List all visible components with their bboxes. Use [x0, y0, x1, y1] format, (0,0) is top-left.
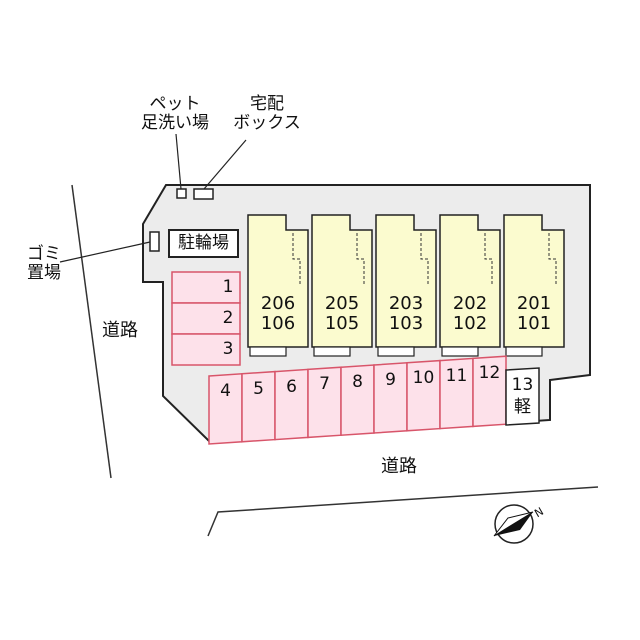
- parking-space: [171, 333, 241, 366]
- bottom-road-label: 道路: [381, 456, 417, 477]
- kei-parking-type: 軽: [514, 397, 531, 417]
- unit-lower-number: 105: [324, 313, 360, 334]
- parking-space: [171, 302, 241, 335]
- unit-upper-number: 201: [516, 293, 552, 314]
- parking-number: 11: [445, 365, 468, 386]
- left-road-edge: [71, 184, 112, 479]
- parking-number: 9: [385, 370, 396, 390]
- parking-space: [171, 271, 241, 304]
- pet-leader-line: [175, 133, 182, 190]
- stair-line: [484, 233, 493, 285]
- parking-number: 1: [222, 277, 234, 297]
- unit-lower-number: 101: [516, 313, 552, 334]
- unit-lower-number: 102: [452, 313, 488, 334]
- delivery-box-label: 宅配 ボックス: [233, 94, 301, 133]
- pet-wash-label: ペット 足洗い場: [141, 94, 209, 133]
- bicycle-parking: 駐輪場: [168, 229, 239, 258]
- unit-lower-number: 103: [388, 313, 424, 334]
- left-road-label: 道路: [102, 320, 138, 341]
- bottom-road-edge: [207, 486, 599, 537]
- delivery-box: [193, 188, 214, 200]
- garbage-area: [149, 231, 160, 252]
- unit-upper-number: 203: [388, 293, 424, 314]
- unit-upper-number: 202: [452, 293, 488, 314]
- unit-lower-number: 106: [260, 313, 296, 334]
- garbage-leader-line: [59, 241, 151, 263]
- parking-number: 7: [319, 374, 330, 395]
- parking-number: 6: [286, 376, 297, 397]
- pet-wash-area: [176, 188, 187, 199]
- parking-number: 3: [222, 339, 234, 359]
- parking-number: 12: [478, 363, 501, 384]
- unit-entry: [505, 346, 543, 357]
- kei-parking-number: 13: [511, 375, 534, 395]
- north-compass-icon: [493, 504, 534, 544]
- unit-entry: [249, 346, 287, 357]
- stair-line: [292, 233, 301, 285]
- parking-number: 5: [253, 378, 264, 399]
- unit-entry: [441, 346, 479, 357]
- parking-number: 10: [412, 367, 435, 388]
- unit-entry: [377, 346, 415, 357]
- delivery-leader-line: [203, 139, 247, 190]
- stair-line: [356, 233, 365, 285]
- parking-number: 2: [222, 308, 234, 328]
- unit-upper-number: 205: [324, 293, 360, 314]
- parking-number: 8: [352, 372, 363, 393]
- unit-entry: [313, 346, 351, 357]
- garbage-label: ゴミ 置場: [27, 244, 61, 283]
- parking-number: 4: [220, 381, 231, 401]
- stair-line: [420, 233, 429, 285]
- kei-parking-space: [505, 367, 540, 426]
- unit-upper-number: 206: [260, 293, 296, 314]
- stair-line: [548, 233, 557, 285]
